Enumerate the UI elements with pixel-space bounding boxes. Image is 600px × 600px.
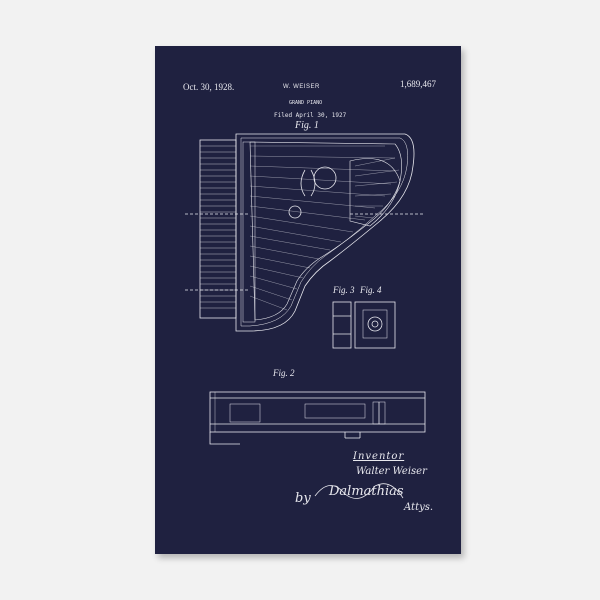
- figure-3-drawing: [332, 301, 352, 349]
- figure-1-drawing: [185, 133, 425, 332]
- by-label: by: [295, 491, 311, 506]
- inventor-label: Inventor: [353, 451, 405, 462]
- fig4-label: Fig. 4: [359, 285, 382, 295]
- signature-flourish: [314, 483, 404, 499]
- fig2-label: Fig. 2: [272, 368, 295, 378]
- inventor-name: Walter Weiser: [356, 466, 427, 477]
- patent-filed-date: Filed April 30, 1927: [274, 112, 347, 119]
- patent-number: 1,689,467: [400, 79, 436, 89]
- canvas-print: Oct. 30, 1928. W. WEISER 1,689,467 GRAND…: [155, 46, 461, 554]
- patent-artwork: Oct. 30, 1928. W. WEISER 1,689,467 GRAND…: [155, 46, 461, 554]
- attys-label: Attys.: [404, 502, 434, 513]
- figure-4-drawing: [354, 301, 396, 349]
- patent-title: GRAND PIANO: [289, 100, 323, 106]
- patent-date: Oct. 30, 1928.: [183, 82, 235, 92]
- fig1-label: Fig. 1: [294, 120, 319, 131]
- attorney-signature: Dalmathias: [329, 484, 404, 499]
- figure-2-drawing: [209, 391, 426, 445]
- piano-patent-drawing: Fig. 1 Fig. 3 Fig. 4 Fig. 2: [185, 120, 426, 499]
- patent-inventor-header: W. WEISER: [283, 84, 320, 90]
- fig3-label: Fig. 3: [332, 285, 355, 295]
